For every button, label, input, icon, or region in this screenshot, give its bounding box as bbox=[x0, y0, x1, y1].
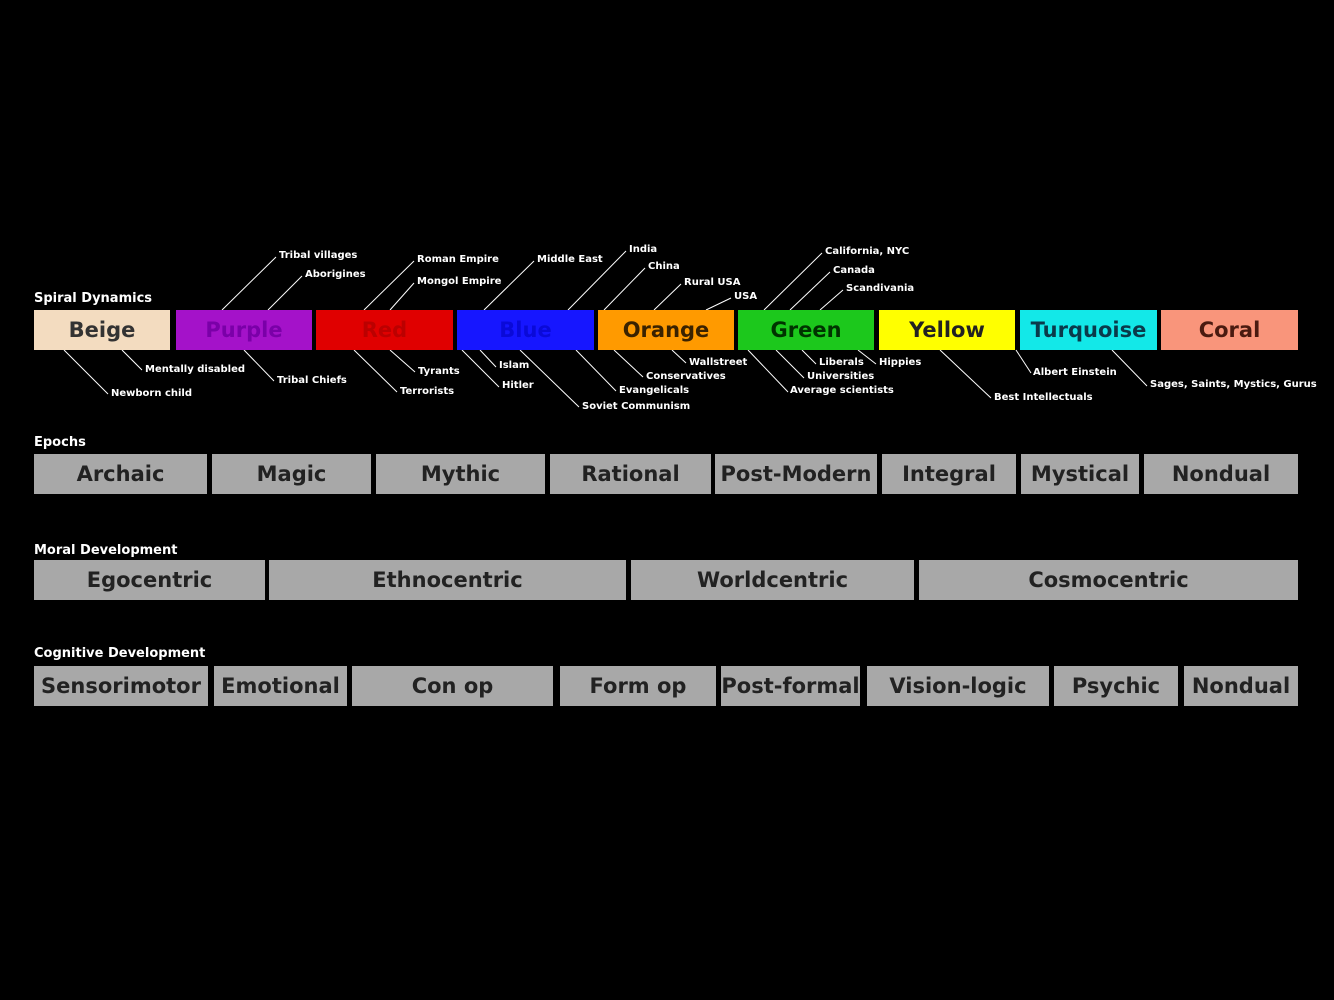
spiral-dynamics-title: Spiral Dynamics bbox=[34, 291, 153, 306]
cognitive-development-title: Cognitive Development bbox=[34, 646, 206, 661]
annotation-hitler: Hitler bbox=[502, 380, 534, 391]
cognitive-sensorimotor: Sensorimotor bbox=[34, 666, 208, 706]
stage-beige: Beige bbox=[34, 310, 170, 350]
epoch-nondual: Nondual bbox=[1144, 454, 1298, 494]
annotation-tribal-villages: Tribal villages bbox=[279, 250, 358, 261]
annotation-sages: Sages, Saints, Mystics, Gurus bbox=[1150, 379, 1317, 390]
stage-coral: Coral bbox=[1161, 310, 1298, 350]
stage-orange: Orange bbox=[598, 310, 734, 350]
annotation-hippies: Hippies bbox=[879, 357, 922, 368]
cognitive-psychic: Psychic bbox=[1054, 666, 1178, 706]
cognitive-vision-logic: Vision-logic bbox=[867, 666, 1049, 706]
annotation-mentally-disabled: Mentally disabled bbox=[145, 364, 246, 375]
epoch-post-modern: Post-Modern bbox=[715, 454, 877, 494]
epochs-title: Epochs bbox=[34, 435, 86, 450]
stage-blue: Blue bbox=[457, 310, 594, 350]
epoch-rational: Rational bbox=[550, 454, 711, 494]
cognitive-post-formal: Post-formal bbox=[721, 666, 860, 706]
annotation-usa: USA bbox=[734, 291, 758, 302]
annotation-mongol-empire: Mongol Empire bbox=[417, 276, 502, 287]
epoch-integral: Integral bbox=[882, 454, 1016, 494]
cognitive-form-op: Form op bbox=[560, 666, 716, 706]
moral-cosmocentric: Cosmocentric bbox=[919, 560, 1298, 600]
cognitive-emotional: Emotional bbox=[214, 666, 347, 706]
stage-purple: Purple bbox=[176, 310, 312, 350]
annotation-newborn-child: Newborn child bbox=[111, 388, 193, 399]
annotation-terrorists: Terrorists bbox=[400, 386, 455, 397]
annotation-tyrants: Tyrants bbox=[418, 366, 460, 377]
cognitive-con-op: Con op bbox=[352, 666, 553, 706]
cognitive-nondual: Nondual bbox=[1184, 666, 1298, 706]
annotation-china: China bbox=[648, 261, 680, 272]
annotation-roman-empire: Roman Empire bbox=[417, 254, 499, 265]
annotation-wallstreet: Wallstreet bbox=[689, 357, 748, 368]
annotation-tribal-chiefs: Tribal Chiefs bbox=[277, 375, 347, 386]
stage-turquoise: Turquoise bbox=[1020, 310, 1157, 350]
moral-ethnocentric: Ethnocentric bbox=[269, 560, 626, 600]
annotation-albert-einstein: Albert Einstein bbox=[1033, 367, 1117, 378]
stage-yellow: Yellow bbox=[879, 310, 1015, 350]
moral-development-title: Moral Development bbox=[34, 543, 178, 558]
annotation-california-nyc: California, NYC bbox=[825, 246, 910, 257]
epoch-magic: Magic bbox=[212, 454, 371, 494]
epoch-mystical: Mystical bbox=[1021, 454, 1139, 494]
annotation-conservatives: Conservatives bbox=[646, 371, 726, 382]
stage-green: Green bbox=[738, 310, 874, 350]
annotation-canada: Canada bbox=[833, 265, 875, 276]
epoch-mythic: Mythic bbox=[376, 454, 545, 494]
annotation-aborigines: Aborigines bbox=[305, 269, 366, 280]
moral-egocentric: Egocentric bbox=[34, 560, 265, 600]
annotation-best-intellectuals: Best Intellectuals bbox=[994, 392, 1093, 403]
annotation-liberals: Liberals bbox=[819, 357, 864, 368]
annotation-rural-usa: Rural USA bbox=[684, 277, 741, 288]
annotation-islam: Islam bbox=[499, 360, 530, 371]
annotation-average-scientists: Average scientists bbox=[790, 385, 894, 396]
annotation-india: India bbox=[629, 244, 658, 255]
epoch-archaic: Archaic bbox=[34, 454, 207, 494]
annotation-evangelicals: Evangelicals bbox=[619, 385, 690, 396]
annotation-middle-east: Middle East bbox=[537, 254, 603, 265]
annotation-soviet-communism: Soviet Communism bbox=[582, 401, 691, 412]
moral-worldcentric: Worldcentric bbox=[631, 560, 914, 600]
annotation-universities: Universities bbox=[807, 371, 875, 382]
annotation-scandivania: Scandivania bbox=[846, 283, 915, 294]
stage-red: Red bbox=[316, 310, 453, 350]
